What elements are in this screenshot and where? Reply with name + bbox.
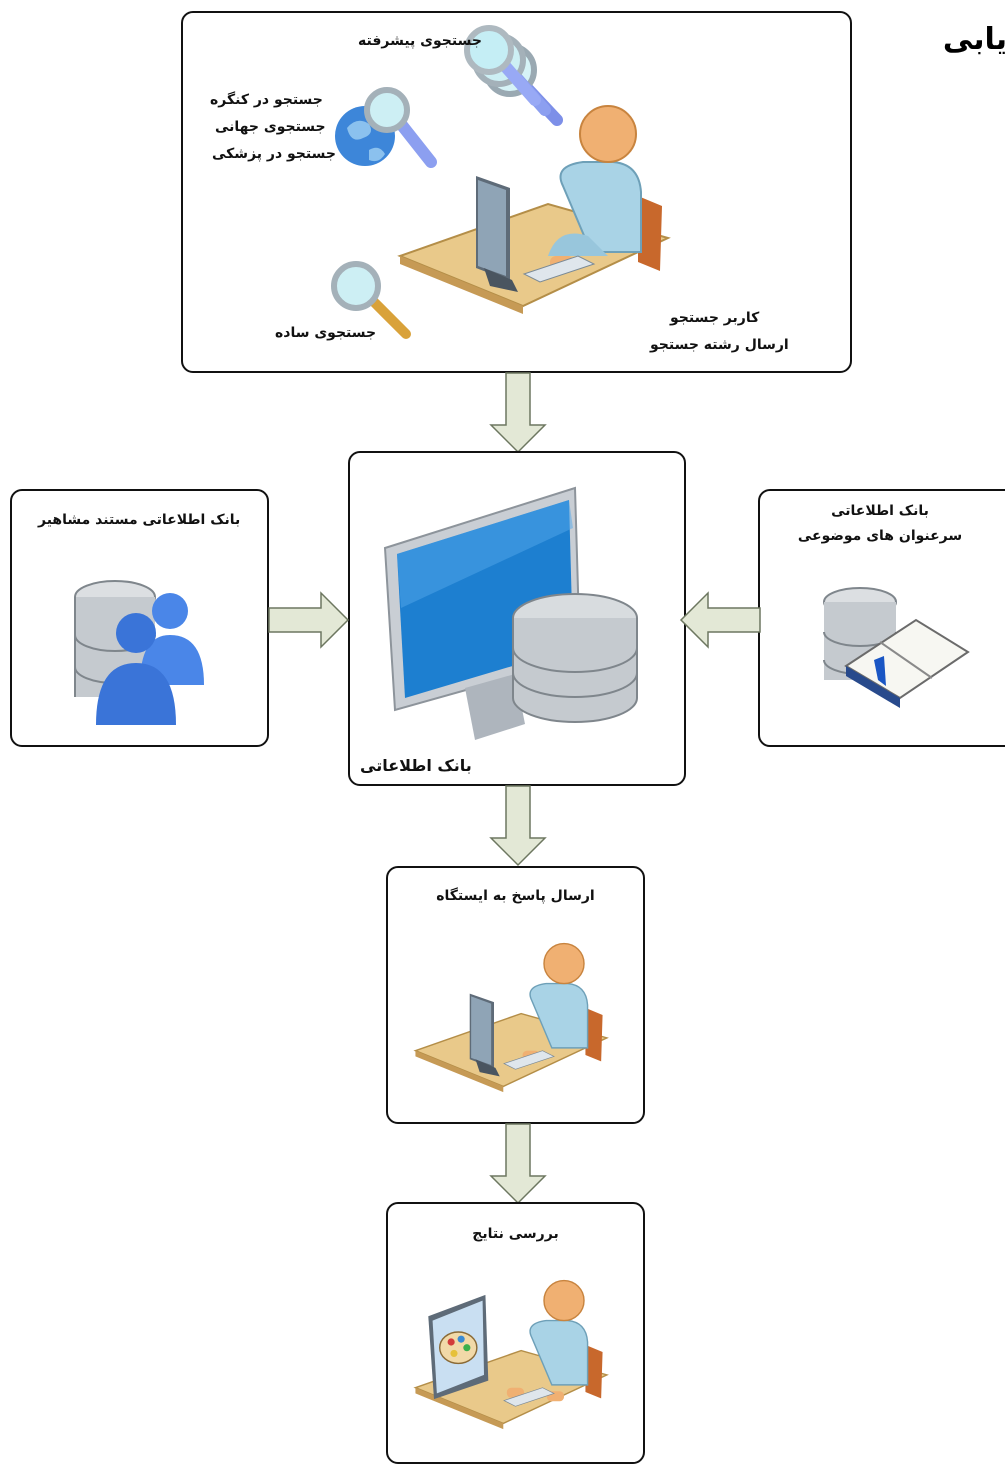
review-results-icon bbox=[413, 1279, 609, 1430]
arrow-down-1 bbox=[489, 372, 547, 454]
results-label: بررسی نتایج bbox=[472, 1226, 559, 1242]
search-user-label: کاربر جستجو bbox=[670, 310, 760, 326]
page-title: یابی bbox=[942, 22, 1005, 57]
simple-search-icon bbox=[331, 261, 411, 339]
medical-search-label: جستجو در پزشکی bbox=[212, 146, 336, 162]
arrow-right bbox=[268, 591, 350, 649]
authority-database-label: بانک اطلاعاتی مستند مشاهیر bbox=[38, 512, 241, 528]
subject-headings-line2: سرعنوان های موضوعی bbox=[797, 528, 963, 544]
arrow-down-2 bbox=[489, 785, 547, 867]
advanced-search-icon bbox=[464, 25, 563, 126]
global-search-icon bbox=[335, 87, 437, 168]
people-database-icon bbox=[74, 580, 204, 725]
station-desk-icon bbox=[413, 942, 609, 1093]
congress-search-label: جستجو در کنگره bbox=[210, 92, 323, 108]
arrow-down-3 bbox=[489, 1123, 547, 1205]
station-user-figure-icon bbox=[414, 732, 614, 892]
simple-search-label: جستجوی ساده bbox=[275, 325, 377, 341]
response-label: ارسال پاسخ به ایستگاه bbox=[436, 888, 595, 904]
book-database-icon bbox=[823, 587, 970, 708]
advanced-search-label: جستجوی پیشرفته bbox=[358, 33, 482, 49]
send-query-label: ارسال رشته جستجو bbox=[650, 337, 789, 353]
subject-headings-line1: بانک اطلاعاتی bbox=[831, 503, 929, 519]
global-search-label: جستجوی جهانی bbox=[215, 119, 326, 135]
database-label: بانک اطلاعاتی bbox=[360, 756, 472, 775]
results-box bbox=[386, 1202, 645, 1464]
arrow-left bbox=[679, 591, 761, 649]
search-user-icon bbox=[397, 105, 671, 314]
database-computer-icon bbox=[383, 486, 638, 740]
